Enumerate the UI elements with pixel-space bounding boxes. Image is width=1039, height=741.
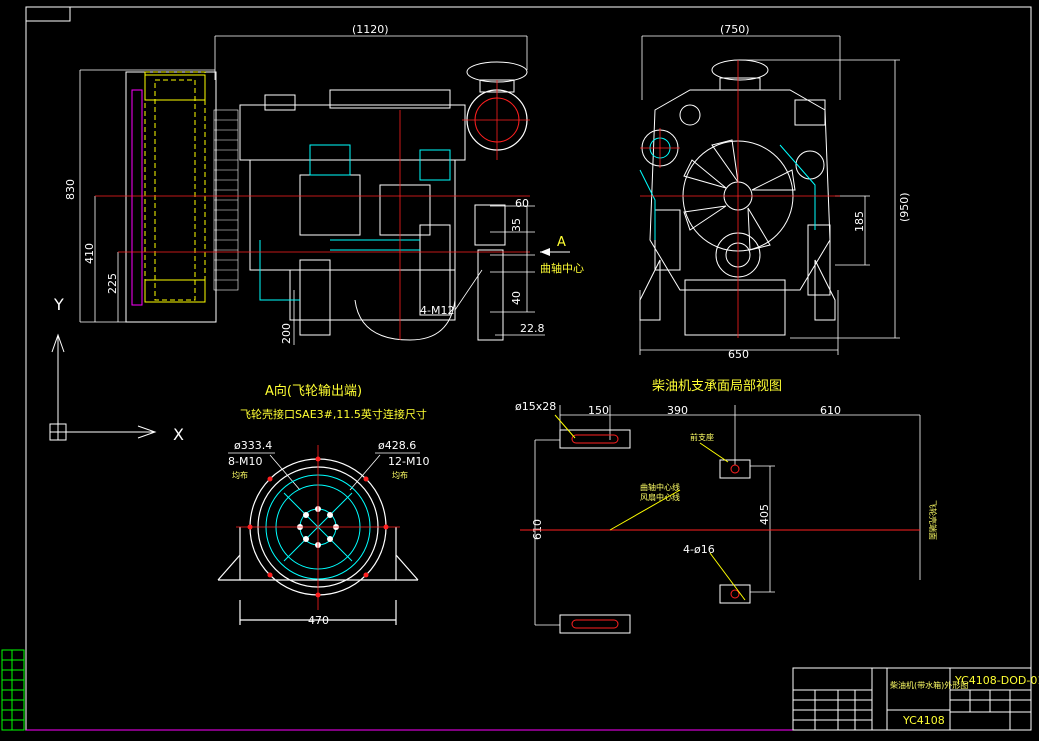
dim-410: 410 [83, 243, 96, 264]
support-view: 柴油机支承面局部视图 ø15x28 150 390 610 610 405 4-… [515, 379, 938, 634]
flywheel-face-label: 飞轮壳端面 [928, 500, 938, 540]
view-a-title: A向(飞轮输出端) [265, 383, 362, 399]
dim-length: (1120) [352, 23, 389, 36]
side-view: (1120) 830 410 225 200 [64, 23, 584, 345]
dim-200: 200 [280, 323, 293, 344]
dim-225: 225 [106, 273, 119, 294]
dim-height: 830 [64, 179, 77, 200]
axis-x-label: X [173, 425, 184, 444]
uniform-note-1: 均布 [232, 470, 248, 480]
pad-label: 前支座 [690, 432, 714, 442]
dim-22-8: 22.8 [520, 322, 545, 335]
front-view: (750) (950) 185 650 [639, 23, 911, 361]
title-block [792, 667, 1032, 731]
dim-470: 470 [308, 614, 329, 627]
dim-650: 650 [728, 348, 749, 361]
bolts-8m10: 8-M10 [228, 455, 262, 468]
drawing-name: 柴油机(带水箱)外形图 [890, 680, 968, 690]
axis-y-label: Y [53, 295, 64, 314]
corner-tab [25, 6, 71, 22]
bolts-4m12: 4-M12 [420, 304, 454, 317]
ucs-axes [49, 333, 157, 441]
dim-front-height: (950) [898, 192, 911, 222]
view-a-subtitle: 飞轮壳接口SAE3#,11.5英寸连接尺寸 [240, 407, 427, 421]
dim-405: 405 [758, 504, 771, 525]
dim-185: 185 [853, 211, 866, 232]
support-title: 柴油机支承面局部视图 [652, 379, 782, 394]
model-number: YC4108 [902, 714, 945, 727]
uniform-note-2: 均布 [392, 470, 408, 480]
view-a-letter: A [557, 235, 566, 250]
dim-d333: ø333.4 [234, 439, 272, 452]
margin-table [1, 649, 25, 731]
dim-front-width: (750) [720, 23, 750, 36]
hole-15x28: ø15x28 [515, 400, 556, 413]
center-note-1: 曲轴中心线 [640, 482, 680, 492]
part-number: YC4108-DOD-01 [954, 674, 1039, 687]
bolts-12m10: 12-M10 [388, 455, 429, 468]
dim-35: 35 [510, 218, 523, 232]
dim-390: 390 [667, 404, 688, 417]
dim-40: 40 [510, 291, 523, 305]
dim-610-h: 610 [820, 404, 841, 417]
center-note-2: 风扇中心线 [640, 492, 680, 502]
dim-150: 150 [588, 404, 609, 417]
drawing-border [25, 6, 1032, 731]
dim-60: 60 [515, 197, 529, 210]
view-a: A向(飞轮输出端) 飞轮壳接口SAE3#,11.5英寸连接尺寸 ø333.4 ø… [217, 383, 429, 627]
dim-d428: ø428.6 [378, 439, 416, 452]
holes-4d16: 4-ø16 [683, 543, 715, 556]
crank-center-label: 曲轴中心 [540, 261, 584, 275]
